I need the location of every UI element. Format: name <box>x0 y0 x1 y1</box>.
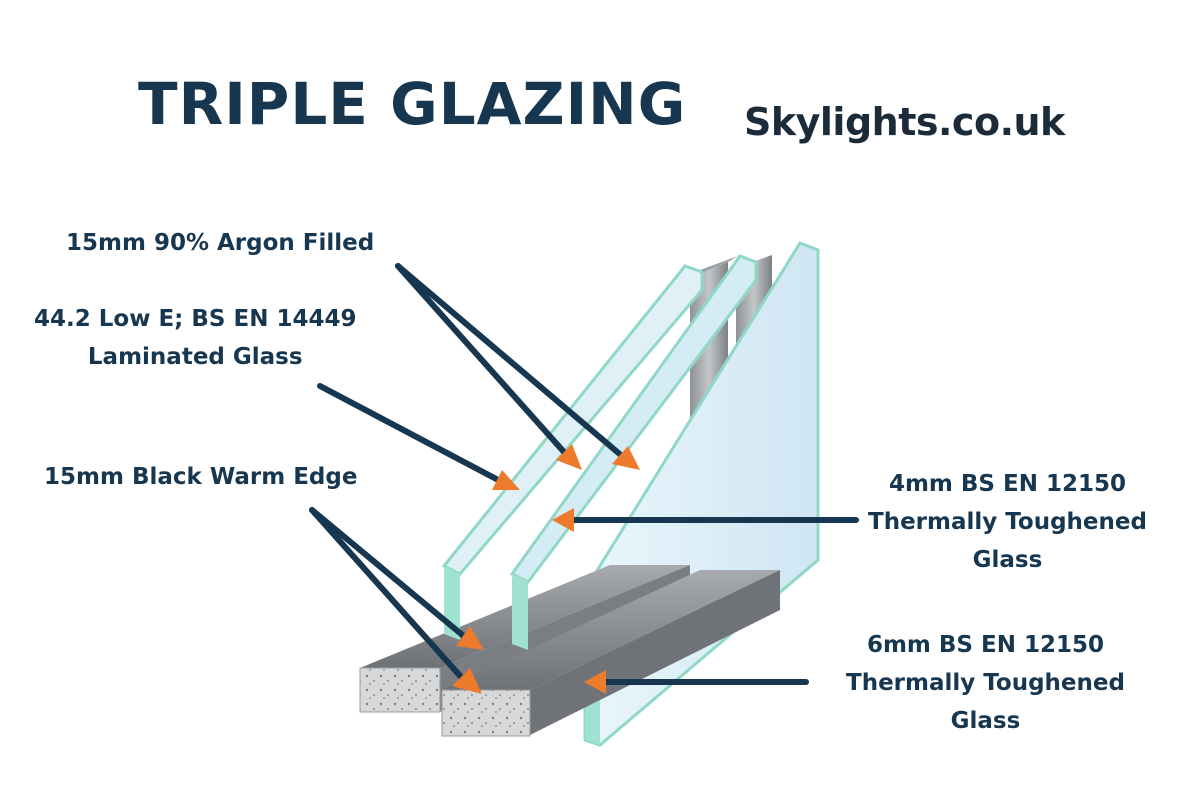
arrowhead-low-e <box>492 470 520 490</box>
arrowhead-warm-edge-2 <box>452 668 482 694</box>
leader-argon-2 <box>395 263 625 459</box>
arrowhead-6mm <box>584 670 606 694</box>
leader-warm-edge-2 <box>309 507 465 681</box>
label-warm-edge-text: 15mm Black Warm Edge <box>44 464 358 490</box>
page-title: TRIPLE GLAZING <box>138 70 687 138</box>
label-low-e-line2: Laminated Glass <box>87 344 303 370</box>
bottom-spacer-2 <box>441 570 780 737</box>
label-warm-edge: 15mm Black Warm Edge <box>44 458 357 496</box>
pane-4mm <box>509 254 758 650</box>
label-argon-filled: 15mm 90% Argon Filled <box>66 224 374 262</box>
label-6mm-line3: Glass <box>950 708 1021 734</box>
label-argon-text: 15mm 90% Argon Filled <box>66 230 375 256</box>
label-low-e-laminated: 44.2 Low E; BS EN 14449 Laminated Glass <box>34 300 356 376</box>
label-4mm-line1: 4mm BS EN 12150 <box>888 471 1126 497</box>
arrowhead-4mm <box>552 508 574 532</box>
leader-argon-1 <box>395 263 567 455</box>
label-6mm-glass: 6mm BS EN 12150 Thermally Toughened Glas… <box>846 626 1125 740</box>
label-4mm-glass: 4mm BS EN 12150 Thermally Toughened Glas… <box>868 465 1147 579</box>
label-6mm-line1: 6mm BS EN 12150 <box>866 632 1104 658</box>
arrowhead-argon-2 <box>612 446 640 470</box>
label-6mm-line2: Thermally Toughened <box>846 670 1125 696</box>
brand-logo: Skylights.co.uk <box>744 100 1065 144</box>
leader-lines <box>309 263 859 685</box>
arrowhead-argon-1 <box>556 444 582 470</box>
label-4mm-line2: Thermally Toughened <box>868 509 1147 535</box>
label-low-e-line1: 44.2 Low E; BS EN 14449 <box>34 306 357 332</box>
arrowheads <box>452 444 640 694</box>
leader-warm-edge-1 <box>309 507 469 641</box>
arrowhead-warm-edge-1 <box>456 626 484 650</box>
leader-low-e <box>317 383 505 485</box>
label-4mm-line3: Glass <box>972 547 1043 573</box>
